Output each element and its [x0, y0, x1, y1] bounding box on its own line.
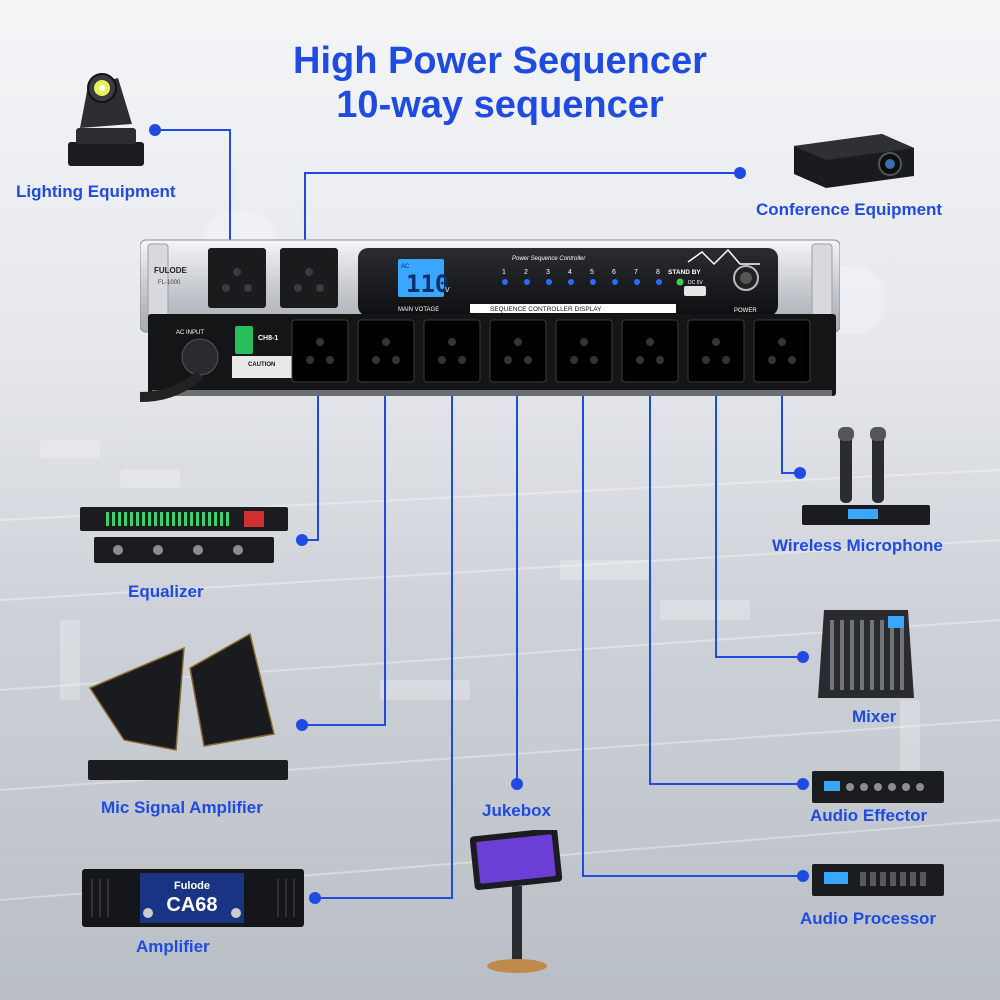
channel-label: 2 [524, 269, 528, 276]
dot-equalizer [296, 534, 308, 546]
line-mixer [715, 382, 803, 658]
line-amplifier [315, 382, 453, 899]
line-conference [304, 172, 740, 262]
wireless-microphone-icon [802, 427, 930, 525]
dot-audio-effector [797, 778, 809, 790]
amplifier-icon: Fulode CA68 [82, 869, 304, 927]
dot-audio-processor [797, 870, 809, 882]
audio-processor-icon [812, 864, 944, 896]
label-wireless-microphone: Wireless Microphone [772, 536, 943, 555]
dc-label: DC 5V [688, 280, 703, 286]
display-ac-text: AC [401, 264, 410, 270]
display-unit-text: V [445, 287, 450, 294]
mixer-icon [818, 610, 914, 698]
brand-text: FULODE [154, 266, 188, 275]
dot-mic-amp [296, 719, 308, 731]
jukebox-icon [470, 830, 563, 973]
power-label: POWER [734, 308, 757, 314]
power-sequencer-device: FULODE FL-1000 Power Sequence Controller… [140, 239, 840, 402]
label-mixer: Mixer [852, 707, 897, 726]
dot-amplifier [309, 892, 321, 904]
panel-title-text: Power Sequence Controller [512, 256, 586, 262]
channel-label: 8 [656, 269, 660, 276]
channel-label: 3 [546, 269, 550, 276]
ch-label: CH8-1 [258, 335, 278, 342]
amplifier-brand-text: Fulode [174, 880, 210, 892]
dot-mixer [797, 651, 809, 663]
display-band-text: SEQUENCE CONTROLLER DISPLAY [490, 306, 602, 313]
audio-effector-icon [812, 771, 944, 803]
display-value-text: 110 [406, 270, 449, 298]
projector-icon [794, 134, 914, 188]
line-audio-effector [649, 382, 803, 785]
channel-label: 4 [568, 269, 572, 276]
label-jukebox: Jukebox [482, 801, 551, 820]
line-equalizer [302, 382, 319, 541]
equalizer-icon [80, 507, 288, 563]
headline-line-2: 10-way sequencer [336, 84, 664, 126]
headline-line-1: High Power Sequencer [293, 40, 707, 82]
channel-label: 1 [502, 269, 506, 276]
standby-label: STAND BY [668, 269, 701, 276]
label-audio-effector: Audio Effector [810, 806, 928, 825]
model-text: FL-1000 [158, 280, 181, 286]
dot-jukebox [511, 778, 523, 790]
display-caption-text: MAIN VOTAGE [398, 307, 439, 313]
line-audio-processor [582, 382, 803, 877]
dot-wireless-mic [794, 467, 806, 479]
line-mic-amp [302, 382, 386, 726]
caution-label: CAUTION [248, 362, 275, 368]
moving-head-light-icon [68, 73, 144, 166]
line-lighting [155, 129, 231, 255]
label-mic-signal-amplifier: Mic Signal Amplifier [101, 798, 263, 817]
mic-signal-amplifier-icon [88, 632, 288, 780]
label-audio-processor: Audio Processor [800, 909, 937, 928]
ac-input-label: AC INPUT [176, 330, 204, 336]
label-lighting-equipment: Lighting Equipment [16, 182, 176, 201]
dot-conference [734, 167, 746, 179]
channel-label: 6 [612, 269, 616, 276]
label-equalizer: Equalizer [128, 582, 204, 601]
channel-label: 7 [634, 269, 638, 276]
dot-lighting [149, 124, 161, 136]
label-conference-equipment: Conference Equipment [756, 200, 943, 219]
label-amplifier: Amplifier [136, 937, 210, 956]
amplifier-model-text: CA68 [166, 894, 217, 916]
channel-label: 5 [590, 269, 594, 276]
